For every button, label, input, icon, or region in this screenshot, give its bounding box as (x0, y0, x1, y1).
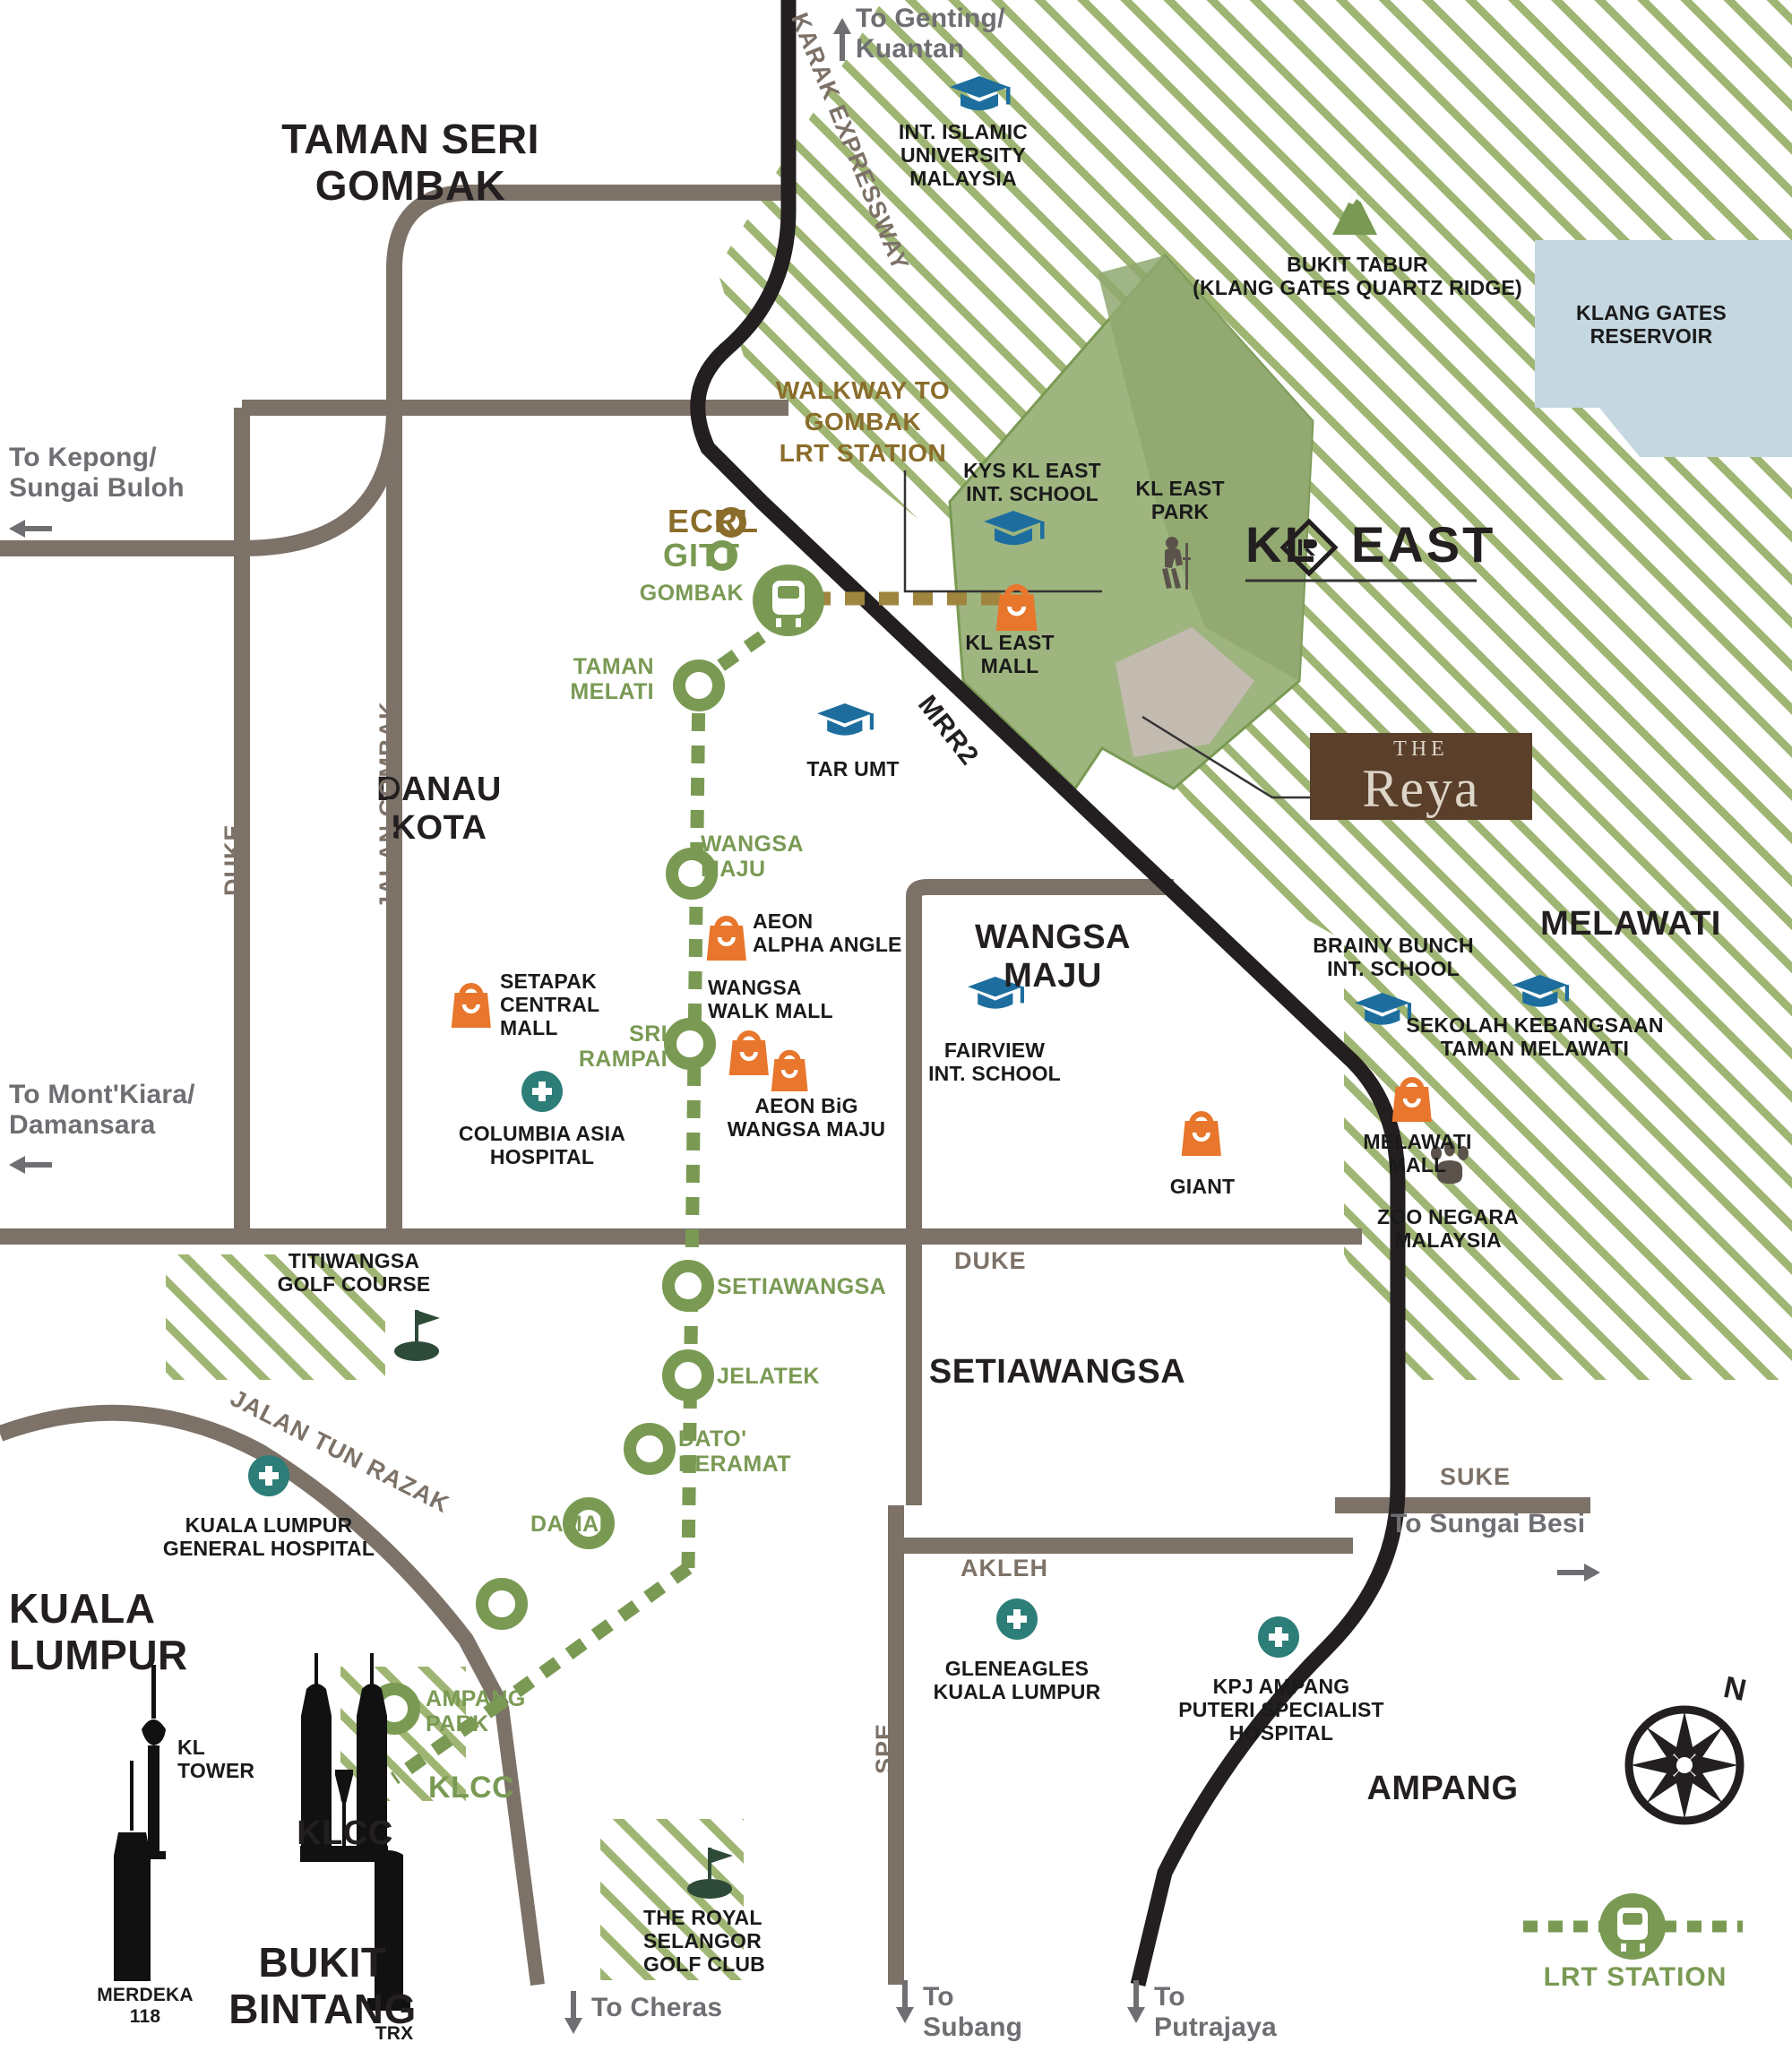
poi-label-klang-gates-reservoir: KLANG GATES RESERVOIR (1576, 301, 1727, 348)
poi-label-tar-umt: TAR UMT (806, 757, 900, 780)
rail-label-ecrl: ECRL (668, 503, 759, 539)
road-label-jalan-gombak: JALAN GOMBAK (375, 701, 401, 910)
reya-name-text: Reya (1362, 759, 1480, 818)
road-label-duke-mid: DUKE (954, 1247, 1027, 1274)
reya-the-text: THE (1393, 737, 1449, 761)
highways-layer (690, 0, 1406, 1986)
road-label-duke-west: DUKE (220, 823, 246, 896)
poi-label-kl-east-mall: KL EAST MALL (965, 631, 1055, 677)
lrt-station-label-dato-keramat[interactable]: DATO' KERAMAT (678, 1426, 791, 1477)
lrt-line (390, 612, 793, 1785)
direction-to-kepong-sungai-buloh: To Kepong/ Sungai Buloh (9, 443, 185, 503)
lrt-station-label-wangsa-maju[interactable]: WANGSA MAJU (701, 832, 804, 882)
mall-icons (451, 584, 1432, 1156)
poi-label-royal-selangor-golf-club: THE ROYAL SELANGOR GOLF CLUB (643, 1906, 765, 1976)
poi-label-kys-kl-east-int-school: KYS KL EAST INT. SCHOOL (963, 459, 1101, 505)
district-label-klcc: KLCC (297, 1814, 393, 1852)
poi-label-kl-east-park: KL EAST PARK (1135, 477, 1225, 523)
lrt-station-label-ampang-park[interactable]: AMPANG PARK (426, 1686, 526, 1736)
paw-icon (1431, 1141, 1469, 1185)
district-label-danau-kota: DANAU KOTA (376, 771, 502, 847)
district-label-wangsa-maju: WANGSA MAJU (975, 918, 1131, 995)
poi-label-wangsa-walk-mall: WANGSA WALK MALL (708, 976, 833, 1022)
poi-label-brainy-bunch-int-school: BRAINY BUNCH INT. SCHOOL (1313, 934, 1474, 980)
kl-east-land-parcels (948, 253, 1314, 791)
road-label-spe: SPE (871, 1722, 898, 1774)
direction-to-montkiara-damansara: To Mont'Kiara/ Damansara (9, 1080, 195, 1140)
mountain-icon (1332, 190, 1377, 235)
district-label-taman-seri-gombak: TAMAN SERI GOMBAK (281, 116, 539, 209)
kl-tower-icon (142, 1665, 166, 1859)
kl-east-monogram-icon (1279, 518, 1339, 577)
lrt-station-label-gombak[interactable]: GOMBAK (639, 581, 744, 606)
compass-icon (1624, 1705, 1745, 1825)
trx-tower-icon (367, 1850, 410, 2011)
the-reya-logo: THE Reya (1310, 733, 1532, 820)
district-label-ampang: AMPANG (1366, 1770, 1519, 1807)
district-label-setiawangsa: SETIAWANGSA (928, 1353, 1186, 1391)
poi-label-titiwangsa-golf-course: TITIWANGSA GOLF COURSE (277, 1249, 431, 1296)
poi-label-columbia-asia-hospital: COLUMBIA ASIA HOSPITAL (458, 1122, 626, 1168)
poi-label-aeon-big-wangsa-maju: AEON BiG WANGSA MAJU (727, 1094, 886, 1141)
poi-label-setapak-central-mall: SETAPAK CENTRAL MALL (500, 969, 600, 1039)
direction-to-subang: To Subang (923, 1982, 1023, 2042)
poi-label-kpj-ampang-puteri: KPJ AMPANG PUTERI SPECIALIST HOSPITAL (1178, 1675, 1384, 1745)
legend-lrt-station-label: LRT STATION (1543, 1962, 1727, 1992)
lrt-station-label-klcc[interactable]: KLCC (428, 1771, 515, 1805)
gitt-station-dot (707, 540, 737, 571)
road-label-akleh: AKLEH (961, 1555, 1048, 1581)
merdeka-tower-icon (114, 1761, 151, 1981)
direction-arrows (9, 18, 1600, 2034)
klang-gates-reservoir-shape (1535, 240, 1792, 457)
walkway-label: WALKWAY TO GOMBAK LRT STATION (775, 376, 951, 467)
poi-label-kuala-lumpur-general-hospital: KUALA LUMPUR GENERAL HOSPITAL (162, 1513, 375, 1560)
gombak-station-marker (753, 564, 824, 636)
kl-east-brand-east: EAST (1351, 516, 1496, 573)
hospital-icons (248, 1071, 1299, 1658)
poi-label-int-islamic-university: INT. ISLAMIC UNIVERSITY MALAYSIA (898, 120, 1029, 190)
poi-label-sekolah-kebangsaan-taman-melawati: SEKOLAH KEBANGSAAN TAMAN MELAWATI (1406, 1013, 1664, 1060)
hiker-icon (1162, 537, 1191, 590)
lrt-station-label-setiawangsa[interactable]: SETIAWANGSA (717, 1274, 887, 1299)
poi-label-trx: TRX (375, 2023, 414, 2044)
lrt-station-label-jelatek[interactable]: JELATEK (717, 1364, 820, 1389)
rail-label-gitt: GITT (663, 537, 740, 573)
road-label-suke: SUKE (1440, 1463, 1512, 1490)
poi-label-zoo-negara-malaysia: ZOO NEGARA MALAYSIA (1377, 1205, 1519, 1252)
district-label-melawati: MELAWATI (1540, 905, 1721, 943)
lrt-station-markers (368, 659, 725, 1735)
poi-label-giant: GIANT (1169, 1175, 1236, 1198)
legend-lrt-icon (1523, 1893, 1743, 1960)
lrt-station-label-damai[interactable]: DAMAI (530, 1512, 606, 1537)
poi-label-merdeka-118: MERDEKA 118 (97, 1985, 194, 2027)
poi-label-aeon-alpha-angle: AEON ALPHA ANGLE (753, 909, 902, 956)
poi-label-melawati-mall: MELAWATI MALL (1363, 1130, 1472, 1176)
district-label-kuala-lumpur: KUALA LUMPUR (9, 1585, 188, 1678)
direction-to-cheras: To Cheras (591, 1993, 723, 2022)
poi-label-gleneagles-kuala-lumpur: GLENEAGLES KUALA LUMPUR (933, 1657, 1101, 1703)
direction-to-sungai-besi: To Sungai Besi (1391, 1509, 1586, 1538)
golf-icon-titiwangsa (394, 1310, 440, 1361)
direction-to-genting-kuantan: To Genting/ Kuantan (856, 4, 1005, 64)
lrt-station-label-taman-melati[interactable]: TAMAN MELATI (570, 654, 654, 704)
golf-icon-royal-selangor (687, 1848, 733, 1899)
petronas-towers-icon (300, 1653, 388, 1862)
poi-label-kl-tower: KL TOWER (177, 1736, 255, 1782)
leader-lines (903, 470, 1313, 799)
ecrl-station-dot (716, 507, 746, 538)
poi-label-bukit-tabur: BUKIT TABUR (KLANG GATES QUARTZ RIDGE) (1193, 253, 1522, 299)
district-label-bukit-bintang: BUKIT BINTANG (228, 1939, 417, 2032)
direction-to-putrajaya: To Putrajaya (1154, 1982, 1277, 2042)
kl-east-brand-kl: KL (1245, 516, 1318, 573)
poi-label-fairview-int-school: FAIRVIEW INT. SCHOOL (928, 1038, 1061, 1085)
lrt-station-label-sri-rampai[interactable]: SRI RAMPAI (578, 1021, 668, 1072)
